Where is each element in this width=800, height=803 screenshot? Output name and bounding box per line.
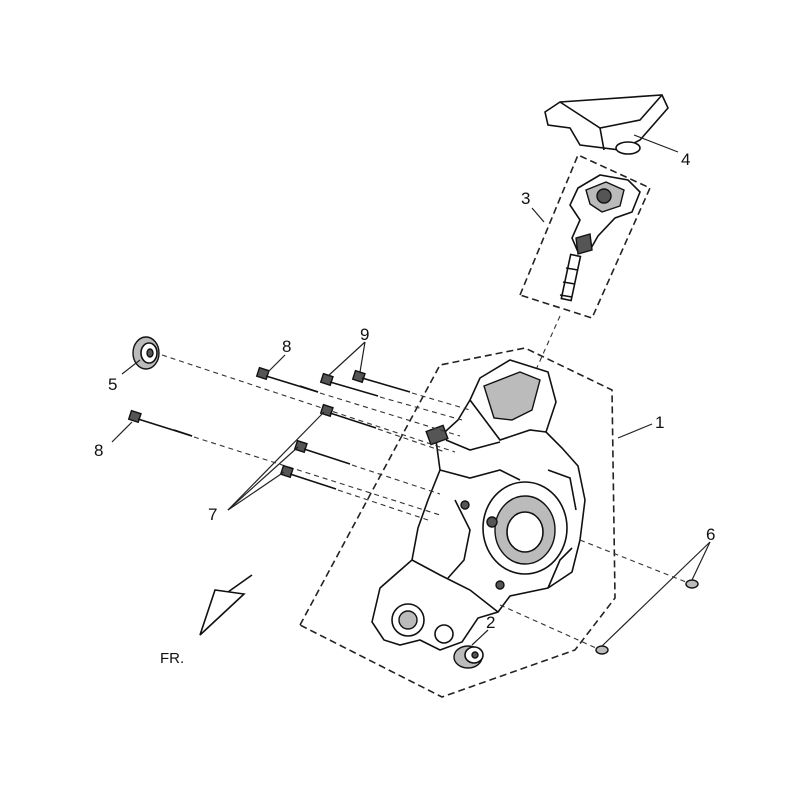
front-direction-label: FR. xyxy=(160,650,184,667)
callout-9: 9 xyxy=(360,325,369,344)
bolt-part-9-a xyxy=(319,372,379,397)
crankcase-group-boundary xyxy=(298,347,616,698)
leader-8b xyxy=(111,421,133,443)
leader-8a xyxy=(267,354,286,373)
seal-alignment-line xyxy=(161,354,456,453)
leader-9b xyxy=(359,341,366,373)
bolt-8-upper-guide xyxy=(319,392,461,437)
leader-7c xyxy=(227,471,285,511)
leader-7a xyxy=(227,411,325,511)
leader-6b xyxy=(601,541,711,647)
leader-4 xyxy=(633,134,679,153)
leader-1 xyxy=(617,423,653,439)
bolt-part-8-upper xyxy=(255,366,319,393)
callout-1: 1 xyxy=(655,413,664,432)
bracket-part-4 xyxy=(544,94,669,155)
callout-4: 4 xyxy=(681,150,690,169)
callout-7: 7 xyxy=(208,505,217,524)
callout-8-lower: 8 xyxy=(94,441,103,460)
bolt-7a-guide xyxy=(377,428,446,453)
bolt-9b-guide xyxy=(411,392,471,411)
bolt-8-lower-guide xyxy=(193,436,441,516)
bolt-part-9-b xyxy=(351,369,411,393)
callout-8-upper: 8 xyxy=(282,337,291,356)
dowel-pin-part-6-lower xyxy=(595,645,609,655)
oil-pump-group-boundary xyxy=(518,153,652,319)
dowel-6-upper-guide xyxy=(579,539,687,583)
oil-seal-part-5 xyxy=(132,336,160,370)
bolt-part-7-b xyxy=(293,439,351,465)
crankcase-part-1 xyxy=(371,359,586,651)
leader-7b xyxy=(227,446,299,511)
leader-6a xyxy=(691,541,711,581)
callout-2: 2 xyxy=(486,613,495,632)
front-direction-arrow-icon xyxy=(199,574,253,636)
bushing-part-2 xyxy=(453,645,484,669)
leader-2 xyxy=(471,629,489,646)
leader-9a xyxy=(327,341,366,377)
callout-5: 5 xyxy=(108,375,117,394)
leader-5 xyxy=(121,359,141,375)
oil-pump-part-3 xyxy=(559,174,641,302)
callout-6: 6 xyxy=(706,525,715,544)
bolt-part-7-a xyxy=(319,403,377,429)
bolt-7c-guide xyxy=(337,489,429,521)
bolt-7b-guide xyxy=(351,464,441,495)
bolt-part-8-lower xyxy=(127,409,193,437)
bolt-part-7-c xyxy=(279,464,337,490)
callout-3: 3 xyxy=(521,189,530,208)
pump-connector-line xyxy=(534,315,561,373)
dowel-pin-part-6-upper xyxy=(685,579,699,589)
leader-3 xyxy=(531,207,545,223)
